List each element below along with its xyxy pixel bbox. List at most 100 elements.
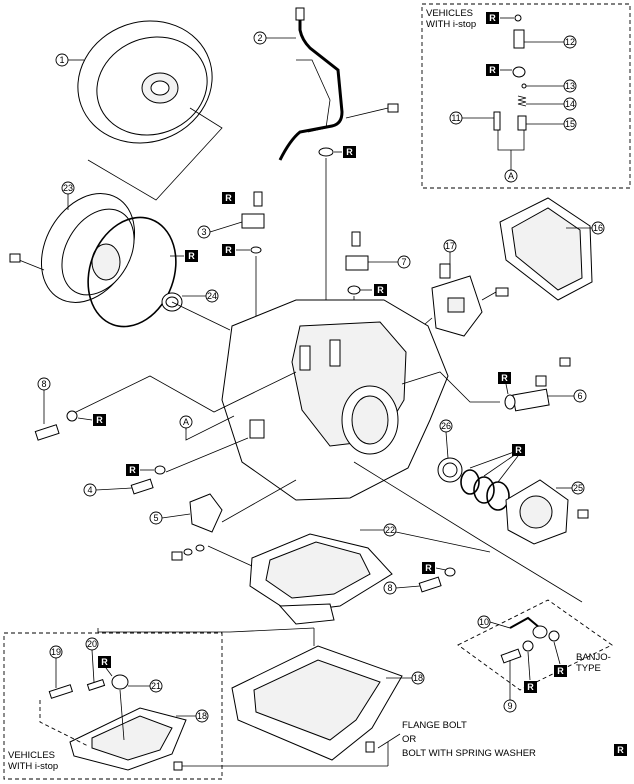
svg-text:17: 17 xyxy=(445,241,455,251)
svg-text:3: 3 xyxy=(201,227,206,237)
svg-text:8: 8 xyxy=(41,379,46,389)
callout-26: 26 xyxy=(439,419,453,459)
banjo-bolt-9 xyxy=(500,648,522,664)
cover-25-bolt xyxy=(577,509,589,519)
svg-text:23: 23 xyxy=(63,183,73,193)
orings-pointer-1 xyxy=(469,451,515,469)
callout-20: 20 xyxy=(85,637,99,683)
ball-13 xyxy=(521,83,527,89)
svg-text:R: R xyxy=(489,13,496,23)
ref-letter-a-top: A xyxy=(504,169,518,183)
callout-11: 11 xyxy=(449,111,494,125)
r-badge-istop-2: R xyxy=(486,64,512,76)
switch-5 xyxy=(189,493,223,533)
istop-top-frame xyxy=(421,3,631,189)
spring-washer-note: BOLT WITH SPRING WASHER xyxy=(402,748,536,759)
svg-text:7: 7 xyxy=(401,257,406,267)
case-leader-8 xyxy=(71,371,297,415)
svg-text:11: 11 xyxy=(451,113,460,123)
svg-text:A: A xyxy=(183,417,189,427)
svg-text:R: R xyxy=(96,415,103,425)
oring-large xyxy=(87,216,177,328)
cover-16 xyxy=(499,197,593,301)
callout-19: 19 xyxy=(49,645,63,688)
svg-text:5: 5 xyxy=(153,513,158,523)
svg-text:R: R xyxy=(101,657,108,667)
gauge-bolt xyxy=(387,103,399,113)
svg-text:R: R xyxy=(557,666,564,676)
sensor-7-bolt xyxy=(351,231,361,247)
callout-9: 9 xyxy=(503,660,517,713)
r-badge-plug8: R xyxy=(77,414,106,426)
istop-oring-top xyxy=(514,14,522,22)
callout-13: 13 xyxy=(526,79,577,93)
svg-text:18: 18 xyxy=(197,711,207,721)
r-badge-istop-1: R xyxy=(486,12,514,24)
callout-18a: 18 xyxy=(386,671,425,685)
r-badge-plug8b: R xyxy=(422,562,447,574)
callout-4: 4 xyxy=(83,483,133,497)
torque-converter-leader xyxy=(87,107,223,201)
valve-bolt-line xyxy=(207,545,253,567)
r-badge-gauge: R xyxy=(334,146,356,158)
pipe-19 xyxy=(48,684,74,699)
svg-text:13: 13 xyxy=(565,81,575,91)
svg-text:25: 25 xyxy=(573,483,583,493)
r-badge-sensor6: R xyxy=(498,372,511,395)
gauge-oring xyxy=(318,147,334,157)
r-badge-istop-bottom: R xyxy=(98,656,113,677)
solenoid-block-17 xyxy=(431,263,483,337)
svg-text:R: R xyxy=(501,373,508,383)
istop-bracket xyxy=(497,130,525,151)
svg-text:R: R xyxy=(346,147,353,157)
sensor-3 xyxy=(241,213,265,229)
svg-text:18: 18 xyxy=(413,673,423,683)
fitting-21 xyxy=(111,674,129,690)
oil-gauge-tube xyxy=(278,7,344,161)
fitting-4-oring xyxy=(154,465,166,475)
pan-bolt xyxy=(365,741,375,753)
svg-text:R: R xyxy=(425,563,432,573)
callout-12: 12 xyxy=(524,35,577,49)
svg-text:15: 15 xyxy=(565,119,575,129)
fitting-21-leader xyxy=(119,689,125,741)
fitting-4 xyxy=(130,478,154,495)
sensor-7-oring xyxy=(347,285,361,295)
banjo-fitting xyxy=(532,625,548,639)
istop-bottom-label-2: WITH i-stop xyxy=(8,761,58,772)
case-leader-6 xyxy=(401,371,500,403)
plug-8-washer xyxy=(66,410,78,422)
banjo-label-1: BANJO- xyxy=(576,652,611,663)
svg-text:22: 22 xyxy=(385,525,395,535)
r-badge-banjo-b: R xyxy=(553,641,567,677)
callout-8a: 8 xyxy=(37,377,51,424)
banjo-label-2: TYPE xyxy=(576,663,601,674)
svg-text:14: 14 xyxy=(565,99,575,109)
svg-text:R: R xyxy=(225,193,232,203)
pan-istop-bolt xyxy=(173,761,183,771)
pump-bolt xyxy=(9,253,21,263)
valve-bolt-a xyxy=(171,551,183,561)
part-11 xyxy=(493,111,501,131)
svg-text:12: 12 xyxy=(565,37,575,47)
spring-14 xyxy=(517,95,527,107)
or-note: OR xyxy=(402,734,416,745)
svg-text:21: 21 xyxy=(151,681,161,691)
svg-text:R: R xyxy=(188,251,195,261)
case-leader-4 xyxy=(165,437,249,473)
r-badge-sensor7: R xyxy=(360,284,387,296)
svg-text:8: 8 xyxy=(387,583,392,593)
r-badge-sensor3-oring: R xyxy=(222,244,250,256)
callout-1: 1 xyxy=(55,53,84,67)
sensor-6-bolt xyxy=(559,357,571,367)
pipe-19-dash xyxy=(39,700,89,747)
callout-16: 16 xyxy=(566,221,605,235)
sensor-6-top xyxy=(535,375,547,387)
svg-text:R: R xyxy=(225,245,232,255)
plug-8b xyxy=(418,576,442,593)
svg-text:R: R xyxy=(617,745,624,755)
r-badge-pump-oring: R xyxy=(170,250,198,262)
callout-25: 25 xyxy=(556,481,585,495)
